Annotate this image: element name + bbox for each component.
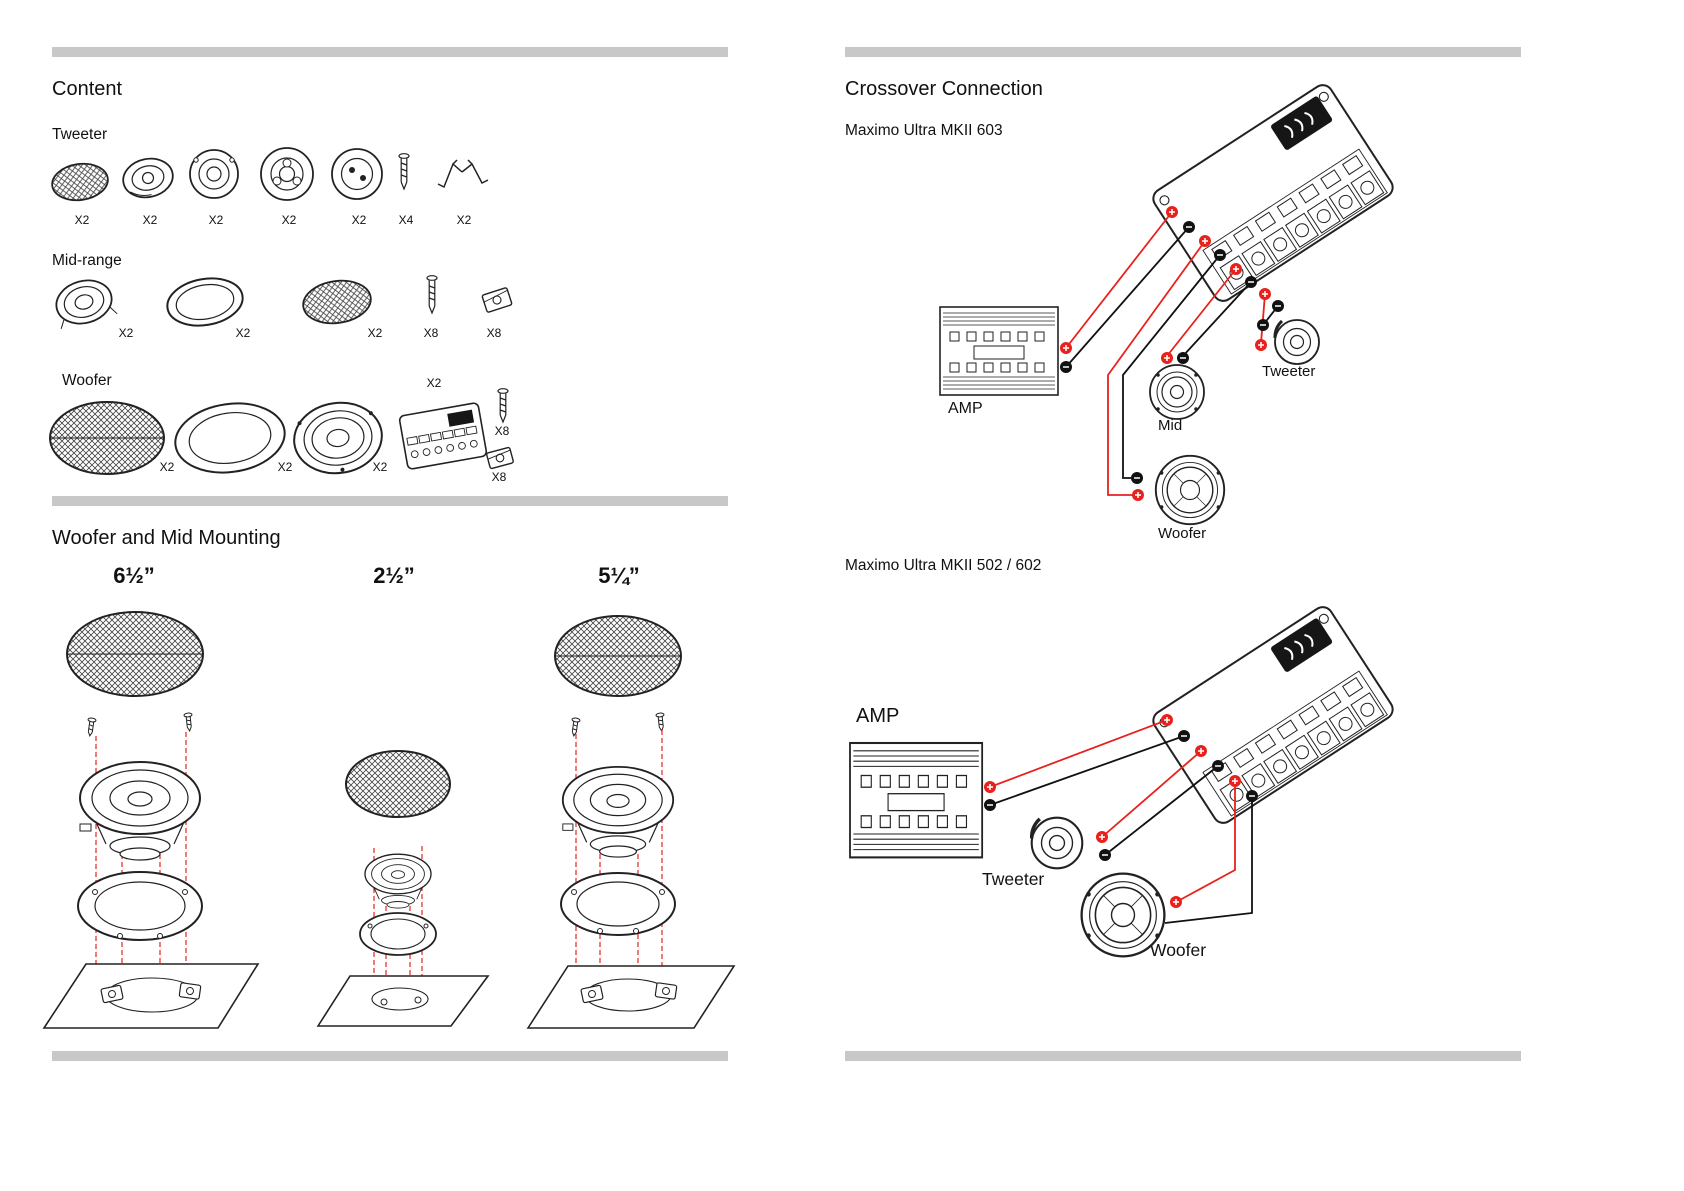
tweeter-rear-cup-icon — [331, 148, 383, 200]
mid-grille-icon — [302, 279, 372, 325]
amp-unit-603 — [939, 306, 1059, 396]
qty-label: X2 — [142, 213, 158, 227]
crossover-unit-502 — [1148, 602, 1398, 828]
screw-icon — [497, 388, 509, 424]
mounting-panel — [526, 965, 736, 1029]
model-603-label: Maximo Ultra MKII 603 — [845, 122, 1003, 139]
qty-label: X2 — [208, 213, 224, 227]
tweeter-502 — [1029, 815, 1085, 871]
qty-label: X2 — [351, 213, 367, 227]
mounting-diagram-5quarter — [526, 615, 736, 1029]
tweeter-grille-icon — [51, 162, 109, 202]
qty-label: X2 — [235, 326, 251, 340]
qty-label: X8 — [423, 326, 439, 340]
mounting-size-6half: 6½” — [113, 563, 155, 588]
screw-icon — [655, 712, 665, 733]
crossover-unit-603 — [1148, 80, 1398, 306]
screw-icon — [183, 712, 193, 733]
separator-bar-bottom-right — [845, 1051, 1521, 1061]
mid-exploded — [364, 853, 432, 909]
d502-woofer-label: Woofer — [1150, 940, 1207, 960]
mounting-ring-exploded — [77, 871, 203, 941]
speed-clip-icon — [481, 287, 513, 313]
mounting-panel — [42, 963, 260, 1029]
model-502-label: Maximo Ultra MKII 502 / 602 — [845, 557, 1042, 574]
mounting-size-2half: 2½” — [373, 563, 415, 588]
woofer-grille-icon — [49, 401, 165, 475]
separator-bar-top-left — [52, 47, 728, 57]
d603-woofer-label: Woofer — [1158, 525, 1207, 542]
wires-603 — [1065, 211, 1279, 496]
crossover-connection-diagrams — [848, 80, 1398, 958]
tweeter-603 — [1273, 318, 1321, 366]
qty-label: X4 — [398, 213, 414, 227]
mounting-title: Woofer and Mid Mounting — [52, 527, 281, 549]
trim-ring-icon — [174, 402, 286, 474]
separator-bar-top-right — [845, 47, 1521, 57]
qty-label: X2 — [277, 460, 293, 474]
qty-label: X8 — [486, 326, 502, 340]
trim-ring-icon — [166, 277, 244, 327]
tweeter-flush-mount-icon — [189, 149, 239, 199]
woofer-driver-icon — [293, 401, 383, 475]
d502-amp-label: AMP — [856, 705, 900, 727]
separator-bar-mid-left — [52, 496, 728, 506]
crossover-title: Crossover Connection — [845, 78, 1043, 100]
mid-driver-icon — [55, 279, 118, 329]
qty-label: X2 — [281, 213, 297, 227]
diagram-502 — [848, 602, 1398, 958]
qty-label: X2 — [456, 213, 472, 227]
screw-icon — [87, 717, 97, 737]
mounting-bracket-icon — [437, 159, 489, 189]
amp-unit-502 — [848, 741, 984, 859]
crossover-unit-icon — [398, 402, 488, 470]
qty-label: X2 — [74, 213, 90, 227]
d603-mid-label: Mid — [1158, 417, 1183, 434]
woofer-exploded — [561, 765, 675, 858]
d502-tweeter-label: Tweeter — [982, 869, 1045, 889]
tweeter-surface-mount-icon — [122, 157, 174, 199]
qty-label: X8 — [494, 424, 510, 438]
d603-amp-label: AMP — [948, 400, 983, 417]
woofer-parts-row — [49, 388, 514, 475]
grille-exploded — [554, 615, 682, 697]
woofer-603 — [1154, 454, 1226, 526]
grille-exploded — [66, 611, 204, 697]
qty-label: X2 — [367, 326, 383, 340]
mounting-panel — [316, 975, 490, 1027]
midrange-group-label: Mid-range — [52, 252, 122, 269]
midrange-parts-row — [55, 275, 513, 329]
qty-label: X2 — [159, 460, 175, 474]
separator-bar-bottom-left — [52, 1051, 728, 1061]
qty-label: X2 — [118, 326, 134, 340]
content-title: Content — [52, 78, 123, 100]
mounting-diagram-2half — [316, 750, 490, 1027]
woofer-502 — [1080, 872, 1166, 958]
woofer-exploded — [79, 761, 201, 861]
grille-exploded — [345, 750, 451, 818]
qty-label: X8 — [491, 470, 507, 484]
d603-tweeter-label: Tweeter — [1262, 363, 1316, 380]
screw-icon — [426, 275, 438, 315]
screw-icon — [571, 717, 581, 737]
qty-label: X2 — [372, 460, 388, 474]
mounting-size-5quarter: 5¼” — [598, 563, 640, 588]
mounting-ring-exploded — [359, 912, 437, 956]
mounting-ring-exploded — [560, 872, 676, 936]
qty-label: X2 — [426, 376, 442, 390]
speed-clip-icon — [486, 446, 514, 470]
tweeter-mounting-cup-icon — [260, 147, 314, 201]
mounting-diagram-6half — [42, 611, 260, 1029]
diagram-603 — [939, 80, 1398, 526]
mid-603 — [1149, 364, 1205, 420]
wires-502 — [989, 719, 1253, 924]
tweeter-parts-row — [51, 147, 489, 202]
tweeter-group-label: Tweeter — [52, 126, 108, 143]
screw-icon — [398, 153, 410, 191]
woofer-group-label: Woofer — [62, 372, 112, 389]
